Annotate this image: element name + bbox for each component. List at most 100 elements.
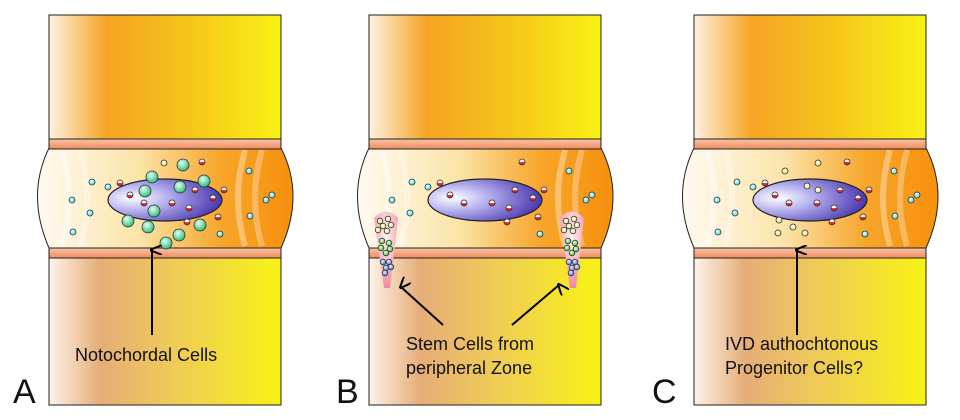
notochordal-cell [159, 236, 173, 250]
pointer-arrow-left [401, 287, 444, 326]
progenitor-cell [774, 229, 782, 237]
cyan-cell [733, 178, 741, 186]
red-cell [446, 191, 454, 199]
stem-cell-yellow [565, 222, 573, 230]
red-cell [785, 199, 793, 207]
upper-endplate [368, 138, 602, 150]
red-cell [116, 179, 124, 187]
stem-cell-yellow [573, 221, 581, 229]
cyan-cell [861, 230, 869, 238]
cyan-cell [246, 212, 254, 220]
red-cell [220, 186, 228, 194]
red-cell [854, 194, 862, 202]
notochordal-cell [147, 204, 161, 218]
stem-cell-green [572, 245, 580, 253]
red-cell [830, 204, 838, 212]
notochordal-cell [145, 170, 159, 184]
stem-cell-blue [567, 269, 575, 277]
annulus-lamella [397, 149, 410, 247]
red-cell [761, 179, 769, 187]
red-cell [836, 186, 844, 194]
red-cell [865, 186, 873, 194]
annulus-lamella [77, 149, 90, 247]
stem-cell-niche-left [374, 211, 398, 288]
red-cell [198, 158, 206, 166]
upper-endplate [693, 138, 927, 150]
red-cell [191, 186, 199, 194]
red-cell [518, 158, 526, 166]
progenitor-cell [781, 167, 789, 175]
cyan-cell [891, 212, 899, 220]
stem-cell-yellow [570, 215, 578, 223]
red-cell [843, 158, 851, 166]
caption-line: peripheral Zone [406, 358, 532, 378]
progenitor-cell [801, 229, 809, 237]
annulus-lamella [704, 149, 717, 247]
notochordal-cell [141, 220, 155, 234]
cyan-cell [714, 228, 722, 236]
cyan-cell [262, 196, 270, 204]
red-cell [813, 199, 821, 207]
cyan-cell [913, 191, 921, 199]
cyan-cell [749, 183, 757, 191]
progenitor-cell [814, 186, 822, 194]
cyan-cell [713, 196, 721, 204]
upper-endplate [48, 138, 282, 150]
red-cell [503, 218, 511, 226]
red-cell [214, 213, 222, 221]
cyan-cell [424, 183, 432, 191]
upper-vertebra [693, 14, 927, 141]
lower-vertebra [48, 257, 282, 406]
panel-letter: B [336, 373, 359, 411]
caption-line: Notochordal Cells [75, 345, 217, 365]
notochordal-cell [176, 158, 190, 172]
notochordal-cell [193, 218, 207, 232]
caption-line: IVD authochtonous [725, 334, 878, 354]
cyan-cell [907, 196, 915, 204]
annulus-lamella [59, 149, 72, 247]
yellow-cell [160, 159, 168, 167]
cyan-cell [245, 167, 253, 175]
annulus-lamella [235, 149, 248, 247]
stem-cell-yellow [562, 217, 570, 225]
progenitor-cell [775, 216, 783, 224]
red-cell [126, 191, 134, 199]
red-cell [460, 199, 468, 207]
cyan-cell [582, 196, 590, 204]
cyan-cell [268, 191, 276, 199]
red-cell [183, 218, 191, 226]
stem-cell-yellow [374, 226, 382, 234]
stem-cell-green [378, 237, 386, 245]
cyan-cell [86, 209, 94, 217]
caption-line: Progenitor Cells? [725, 358, 863, 378]
stem-cell-yellow [376, 217, 384, 225]
red-cell [859, 213, 867, 221]
nucleus-pulposus [427, 178, 543, 222]
stem-cell-niche-right [560, 211, 584, 288]
cyan-cell [588, 191, 596, 199]
stem-cell-green [571, 239, 579, 247]
stem-cell-green [568, 249, 576, 257]
notochordal-cell [197, 174, 211, 188]
cyan-cell [104, 183, 112, 191]
cyan-cell [536, 230, 544, 238]
stem-cell-yellow [560, 226, 568, 234]
progenitor-cell [814, 159, 822, 167]
red-cell [771, 191, 779, 199]
stem-cell-green [386, 245, 394, 253]
cyan-cell [408, 178, 416, 186]
red-cell [540, 186, 548, 194]
caption-line: Stem Cells from [406, 334, 534, 354]
lower-endplate [48, 247, 282, 259]
red-cell [488, 199, 496, 207]
stem-cell-blue [387, 263, 395, 271]
stem-cell-green [385, 239, 393, 247]
stem-cell-green [564, 237, 572, 245]
red-cell [209, 194, 217, 202]
panel-letter: A [13, 373, 36, 411]
red-cell [534, 213, 542, 221]
cyan-cell [565, 167, 573, 175]
